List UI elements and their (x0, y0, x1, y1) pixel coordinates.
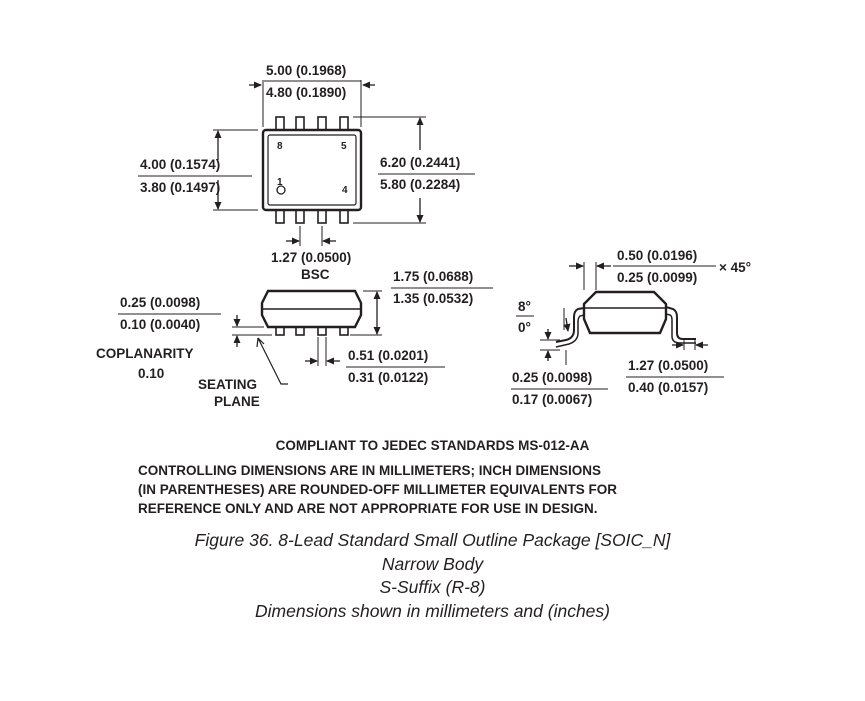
dim-chamfer-max: 0.50 (0.0196) (617, 248, 697, 263)
coplanarity-label: COPLANARITY (96, 346, 194, 361)
pin-label-4: 4 (342, 185, 348, 196)
top-view (138, 80, 475, 246)
figure-caption-line-2: Narrow Body (381, 554, 484, 574)
dim-top-width-max: 5.00 (0.1968) (266, 63, 346, 78)
pin-label-5: 5 (341, 141, 347, 152)
dim-chamfer-min: 0.25 (0.0099) (617, 270, 697, 285)
dim-standoff-min: 0.10 (0.0040) (120, 317, 200, 332)
figure-caption-title: Figure 36. 8-Lead Standard Small Outline… (194, 530, 671, 550)
pin1-indicator (276, 185, 286, 195)
plane-label: PLANE (214, 394, 260, 409)
jedec-compliance-note: COMPLIANT TO JEDEC STANDARDS MS-012-AA (275, 438, 590, 453)
end-body (582, 290, 668, 335)
dim-height-min: 1.35 (0.0532) (393, 291, 473, 306)
pin-label-8: 8 (277, 141, 283, 152)
note-line-2: (IN PARENTHESES) ARE ROUNDED-OFF MILLIME… (138, 482, 617, 497)
dim-angle-max: 8° (518, 299, 531, 314)
figure-caption-line-3: S-Suffix (R-8) (379, 577, 486, 597)
dim-top-width-min: 4.80 (0.1890) (266, 85, 346, 100)
dim-height-max: 1.75 (0.0688) (393, 269, 473, 284)
dim-pitch: 1.27 (0.0500) (271, 250, 351, 265)
coplanarity-value: 0.10 (138, 366, 164, 381)
seating-label: SEATING (198, 377, 257, 392)
side-view (118, 287, 493, 385)
dim-foot-length-min: 0.40 (0.0157) (628, 380, 708, 395)
dim-foot-length-max: 1.27 (0.0500) (628, 358, 708, 373)
pin-label-1: 1 (277, 177, 283, 188)
top-pins (275, 116, 349, 133)
package-body-inner (267, 134, 357, 206)
dim-body-width-max: 4.00 (0.1574) (140, 157, 220, 172)
package-body-outer (261, 128, 363, 212)
note-line-3: REFERENCE ONLY AND ARE NOT APPROPRIATE F… (138, 501, 598, 516)
dim-chamfer-angle: × 45° (719, 260, 751, 275)
end-view (511, 262, 724, 390)
end-lead (665, 306, 696, 340)
dim-body-width-min: 3.80 (0.1497) (140, 180, 220, 195)
note-line-1: CONTROLLING DIMENSIONS ARE IN MILLIMETER… (138, 463, 602, 478)
dim-standoff-max: 0.25 (0.0098) (120, 295, 200, 310)
controlling-dimensions-note: CONTROLLING DIMENSIONS ARE IN MILLIMETER… (138, 461, 617, 518)
soic-package-drawing: 8 5 1 4 5.00 (0.1968) 4.80 (0.1890) 4.00… (96, 63, 751, 409)
dim-overall-width-min: 5.80 (0.2284) (380, 177, 460, 192)
figure-caption-line-4: Dimensions shown in millimeters and (inc… (255, 601, 610, 621)
dim-pitch-note: BSC (301, 267, 330, 282)
dim-lead-thickness-max: 0.25 (0.0098) (512, 370, 592, 385)
dim-lead-thickness-min: 0.17 (0.0067) (512, 392, 592, 407)
dim-lead-width-max: 0.51 (0.0201) (348, 348, 428, 363)
dim-lead-width-min: 0.31 (0.0122) (348, 370, 428, 385)
dim-overall-width-max: 6.20 (0.2441) (380, 155, 460, 170)
dim-angle-min: 0° (518, 320, 531, 335)
